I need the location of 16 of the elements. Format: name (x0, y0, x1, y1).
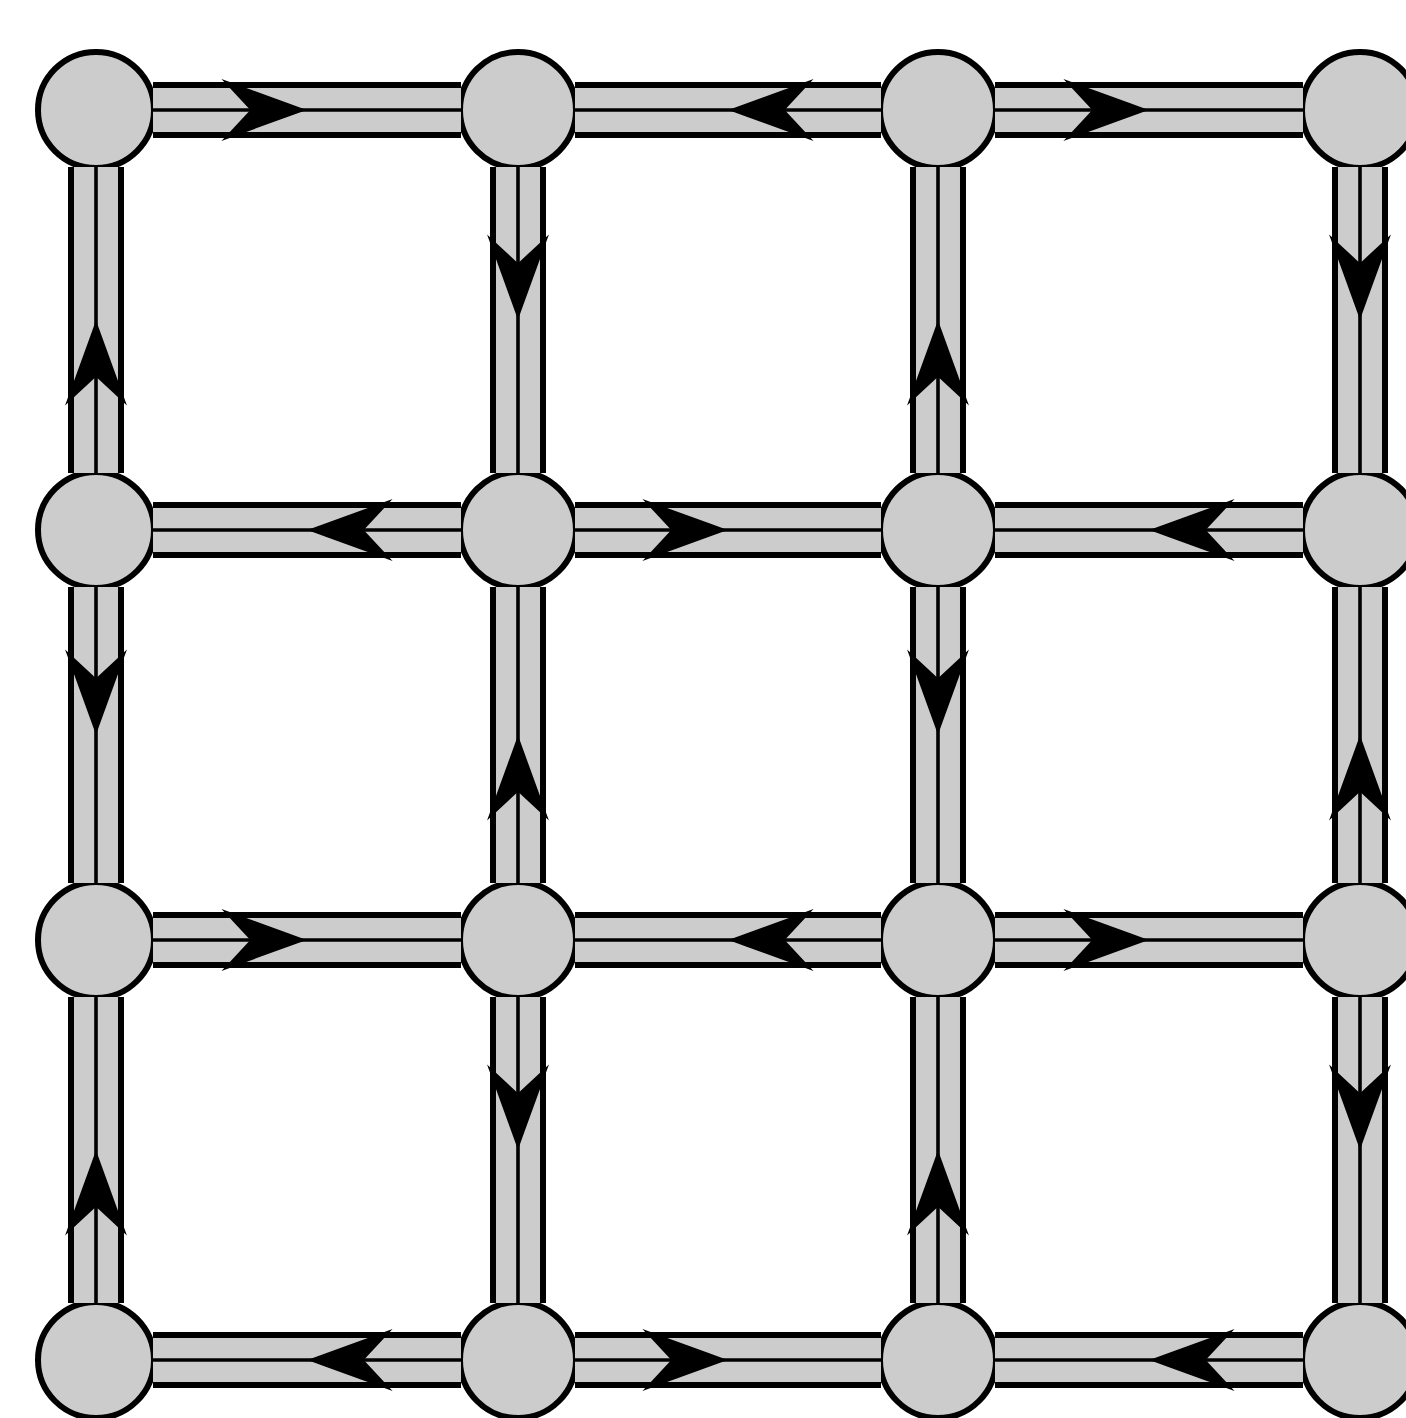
node-circle (457, 879, 579, 1001)
node-circle (877, 879, 999, 1001)
node-circle (457, 469, 579, 591)
node-circle (877, 49, 999, 171)
node-circle (457, 1299, 579, 1418)
node-circle (1299, 1299, 1406, 1418)
node-circle (35, 1299, 157, 1418)
node-circle (1299, 469, 1406, 591)
node-circle (457, 49, 579, 171)
node-circle (35, 49, 157, 171)
node-circle (35, 469, 157, 591)
node-circle (35, 879, 157, 1001)
node-circle (1299, 879, 1406, 1001)
node-circle (1299, 49, 1406, 171)
node-circle (877, 1299, 999, 1418)
node-circle (877, 469, 999, 591)
